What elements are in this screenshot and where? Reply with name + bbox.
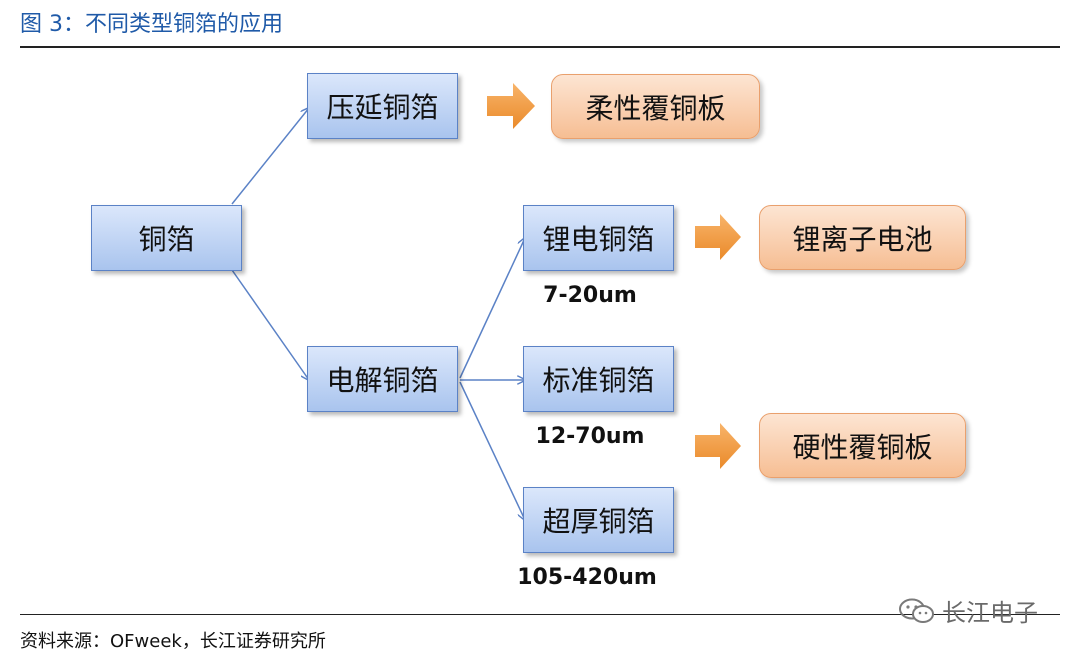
node-standard-copper-foil: 标准铜箔 [523,346,674,412]
arrow-rolled-to-flexible-icon [487,83,535,129]
node-rolled-copper-foil: 压延铜箔 [307,73,458,139]
arrow-lithium-to-battery-icon [695,214,741,260]
app-lithium-ion-battery: 锂离子电池 [759,205,966,270]
connector-root-to-rolled [231,108,309,205]
figure-title: 图 3：不同类型铜箔的应用 [20,12,283,37]
app-flexible-ccl: 柔性覆铜板 [551,74,760,139]
connector-root-to-electrolytic [231,269,309,380]
watermark: 长江电子 [898,593,1038,628]
node-lithium-copper-foil: 锂电铜箔 [523,205,674,271]
bottom-rule [20,614,1060,615]
thickness-standard-label: 12-70um [535,424,645,449]
node-electrolytic-copper-foil: 电解铜箔 [307,346,458,412]
top-rule [20,46,1060,48]
arrow-to-rigid-icon [695,423,741,469]
source-note: 资料来源：OFweek，长江证券研究所 [20,631,326,652]
connector-electrolytic-to-lithium [459,238,525,379]
connector-electrolytic-to-ultra-thick [459,381,525,520]
watermark-text: 长江电子 [942,599,1038,627]
node-copper-foil: 铜箔 [91,205,242,271]
thickness-ultra-thick-label: 105-420um [517,565,657,590]
wechat-icon [899,598,934,623]
node-ultra-thick-copper-foil: 超厚铜箔 [523,487,674,553]
app-rigid-ccl: 硬性覆铜板 [759,413,966,478]
thickness-lithium-label: 7-20um [543,283,637,308]
